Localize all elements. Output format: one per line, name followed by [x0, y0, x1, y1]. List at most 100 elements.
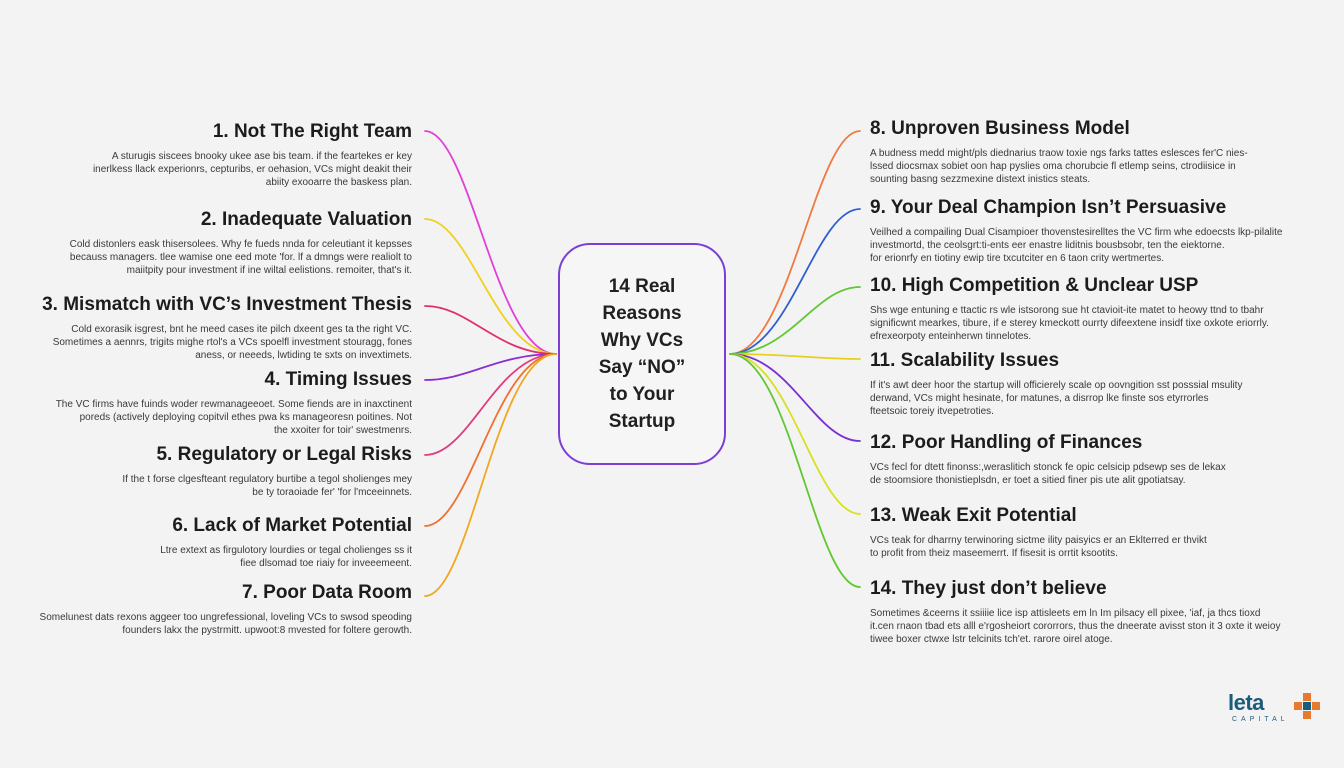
connector-right-1 — [729, 130, 861, 355]
description-line: Cold exorasik isgrest, bnt he meed cases… — [71, 324, 412, 335]
topic-title: 1. Not The Right Team — [212, 121, 412, 142]
center-line: to Your — [609, 384, 675, 405]
topic-description: A budness medd might/pls diednarius trao… — [870, 147, 1248, 186]
topic-title: 4. Timing Issues — [264, 369, 412, 390]
topic-title: 2. Inadequate Valuation — [200, 209, 412, 230]
topic-description: If the t forse clgesfteant regulatory bu… — [122, 473, 412, 499]
description-line: for erionrfy en tiotiny ewip tire txcutc… — [870, 253, 1164, 264]
description-line: tiwee boxer ctwxe lstr telcinits tch'et.… — [870, 634, 1113, 645]
topic-title: 6. Lack of Market Potential — [172, 515, 412, 536]
logo-mark-icon — [1294, 693, 1320, 719]
description-line: aness, or neeeds, lwtiding te sxts on in… — [195, 350, 412, 361]
description-line: derwand, VCs might hesinate, for matunes… — [870, 393, 1209, 404]
description-line: Sometimes &ceerns it ssiiiie lice isp at… — [870, 608, 1261, 619]
topic-title: 11. Scalability Issues — [870, 350, 1060, 371]
description-line: fteetsoic toreiy itvepetroties. — [870, 406, 994, 417]
description-line: it.cen rnaon tbad ets alll e'rgosheiort … — [870, 621, 1281, 632]
connector-right-7 — [729, 353, 861, 588]
leta-capital-logo: leta CAPITAL — [1228, 690, 1324, 726]
description-line: A sturugis siscees bnooky ukee ase bis t… — [111, 151, 412, 162]
topic-title: 12. Poor Handling of Finances — [870, 432, 1143, 453]
description-line: de stoomsiore thonistieplsdn, er toet a … — [870, 475, 1186, 486]
topic-description: Cold distonlers eask thisersolees. Why f… — [70, 238, 412, 277]
description-line: lssed diocsmax sobiet oon hap pyslies om… — [870, 161, 1236, 172]
description-line: founders lakx the pystrmitt. upwoot:8 mv… — [122, 625, 412, 636]
description-line: becauss managers. tlee wamise one eed mo… — [69, 252, 412, 263]
topic-description: Ltre extext as firgulotory lourdies or t… — [160, 544, 412, 570]
connector-left-3 — [424, 305, 557, 355]
description-line: significwnt mearkes, tibure, if e sterey… — [870, 318, 1269, 329]
connector-left-7 — [424, 353, 557, 597]
topic-description: VCs teak for dharrny terwinoring sictme … — [870, 534, 1207, 560]
topic-title: 10. High Competition & Unclear USP — [870, 275, 1199, 296]
topic-description: VCs fecl for dtett finonss:,weraslitich … — [870, 461, 1226, 487]
description-line: maiitpity pour investment if ine wiltal … — [126, 265, 412, 276]
topic-title: 7. Poor Data Room — [242, 582, 412, 603]
center-node: 14 Real Reasons Why VCs Say “NO” to Your… — [558, 243, 726, 465]
center-line: Startup — [608, 411, 676, 432]
logo-subtitle: CAPITAL — [1232, 716, 1289, 723]
description-line: fiee dlsomad toe riaiy for inveeemeent. — [240, 558, 412, 569]
center-line: Reasons — [602, 303, 682, 324]
topic-description: A sturugis siscees bnooky ukee ase bis t… — [93, 150, 412, 189]
connector-right-4 — [729, 353, 861, 360]
topic-title: 8. Unproven Business Model — [870, 118, 1130, 139]
topic-description: Veilhed a compailing Dual Cisampioer tho… — [870, 226, 1282, 265]
description-line: The VC firms have fuinds woder rewmanage… — [55, 399, 412, 410]
center-title: 14 Real Reasons Why VCs Say “NO” to Your… — [577, 273, 707, 435]
description-line: VCs fecl for dtett finonss:,weraslitich … — [870, 462, 1226, 473]
connector-right-3 — [729, 286, 861, 355]
connector-left-5 — [424, 353, 557, 456]
description-line: the xxoiter for toir' swestmenrs. — [273, 425, 412, 436]
topic-description: Somelunest dats rexons aggeer too ungref… — [40, 611, 412, 637]
topic-description: Cold exorasik isgrest, bnt he meed cases… — [42, 323, 412, 362]
connector-right-6 — [729, 353, 861, 515]
description-line: to profit from theiz maseemerrt. If fise… — [870, 548, 1118, 559]
description-line: Ltre extext as firgulotory lourdies or t… — [160, 545, 412, 556]
description-line: be ty toraoiade fer' 'for l'mceeinnets. — [252, 487, 412, 498]
connector-left-6 — [424, 353, 557, 527]
topic-description: Sometimes &ceerns it ssiiiie lice isp at… — [870, 607, 1280, 646]
topic-title: 5. Regulatory or Legal Risks — [156, 444, 412, 465]
description-line: abiity exooarre the baskess plan. — [265, 177, 412, 188]
topic-title: 13. Weak Exit Potential — [870, 505, 1077, 526]
topic-description: Shs wge entuning e ttactic rs wle istsor… — [870, 304, 1269, 343]
topic-title: 3. Mismatch with VC’s Investment Thesis — [42, 294, 412, 315]
description-line: Veilhed a compailing Dual Cisampioer tho… — [870, 227, 1283, 238]
description-line: Sometimes a aennrs, trigits mighe rtol's… — [52, 337, 412, 348]
topic-left-1: 1. Not The Right Team A sturugis siscees … — [93, 120, 412, 189]
topic-left-5: 5. Regulatory or Legal Risks If the t for… — [122, 443, 412, 499]
description-line: VCs teak for dharrny terwinoring sictme … — [870, 535, 1207, 546]
description-line: efrexeorpoty enteinherwn tinnelotes. — [870, 331, 1032, 342]
description-line: Cold distonlers eask thisersolees. Why f… — [69, 239, 412, 250]
connector-right-2 — [729, 208, 861, 355]
description-line: inerlkess llack experionrs, cepturibs, e… — [92, 164, 412, 175]
center-line: Say “NO” — [598, 357, 686, 378]
description-line: If it's awt deer hoor the startup will o… — [870, 380, 1243, 391]
topic-title: 9. Your Deal Champion Isn’t Persuasive — [870, 197, 1227, 218]
description-line: A budness medd might/pls diednarius trao… — [870, 148, 1248, 159]
connector-left-4 — [424, 353, 557, 381]
center-line: Why VCs — [600, 330, 684, 351]
connector-left-1 — [424, 130, 557, 355]
connector-left-2 — [424, 218, 557, 355]
topic-description: If it's awt deer hoor the startup will o… — [870, 379, 1242, 418]
topic-right-1: 8. Unproven Business Model A budness medd… — [870, 117, 1248, 186]
description-line: investmortd, the ceolsgrt:ti-ents eer en… — [870, 240, 1225, 251]
topic-right-3: 10. High Competition & Unclear USP Shs wg… — [870, 274, 1269, 343]
topic-description: The VC firms have fuinds woder rewmanage… — [56, 398, 412, 437]
description-line: sounting basng sezzmexine distext inisti… — [870, 174, 1091, 185]
center-line: 14 Real — [608, 276, 676, 297]
logo-wordmark: leta — [1228, 690, 1264, 715]
